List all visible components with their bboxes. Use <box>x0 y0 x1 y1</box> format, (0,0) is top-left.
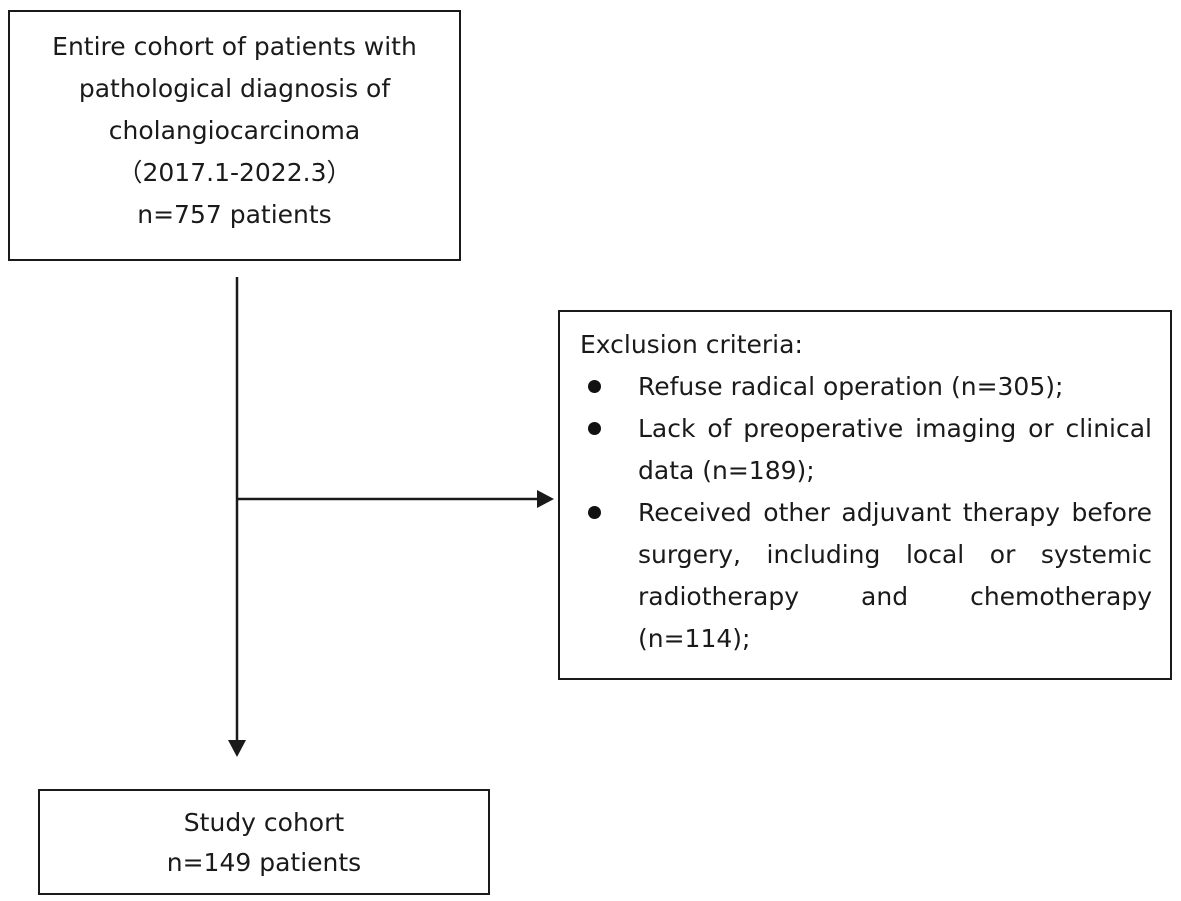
exclusion-item: Refuse radical operation (n=305); <box>580 366 1152 408</box>
exclusion-list: Refuse radical operation (n=305); Lack o… <box>580 366 1152 660</box>
entire-cohort-box: Entire cohort of patients with pathologi… <box>8 10 461 261</box>
exclusion-criteria-box: Exclusion criteria: Refuse radical opera… <box>558 310 1172 680</box>
exclusion-item-text: Received other adjuvant therapy before s… <box>638 498 1152 653</box>
bottom-box-line: Study cohort <box>183 808 345 837</box>
exclusion-item-text: Refuse radical operation (n=305); <box>638 372 1064 401</box>
top-box-line: pathological diagnosis of <box>78 74 391 103</box>
top-box-line: （2017.1-2022.3） <box>117 158 352 187</box>
bullet-icon <box>588 380 601 393</box>
exclusion-item-text: Lack of preoperative imaging or clinical… <box>638 414 1152 485</box>
top-box-line: Entire cohort of patients with <box>52 32 417 61</box>
exclusion-heading: Exclusion criteria: <box>580 330 803 359</box>
right-arrowhead <box>537 490 554 508</box>
top-box-line: cholangiocarcinoma <box>108 116 361 145</box>
exclusion-item: Received other adjuvant therapy before s… <box>580 492 1152 660</box>
bullet-icon <box>588 422 601 435</box>
bottom-box-line: n=149 patients <box>166 848 362 877</box>
exclusion-item: Lack of preoperative imaging or clinical… <box>580 408 1152 492</box>
top-box-line: n=757 patients <box>137 200 332 229</box>
down-arrowhead <box>228 740 246 757</box>
bullet-icon <box>588 506 601 519</box>
study-cohort-box: Study cohort n=149 patients <box>38 789 490 895</box>
